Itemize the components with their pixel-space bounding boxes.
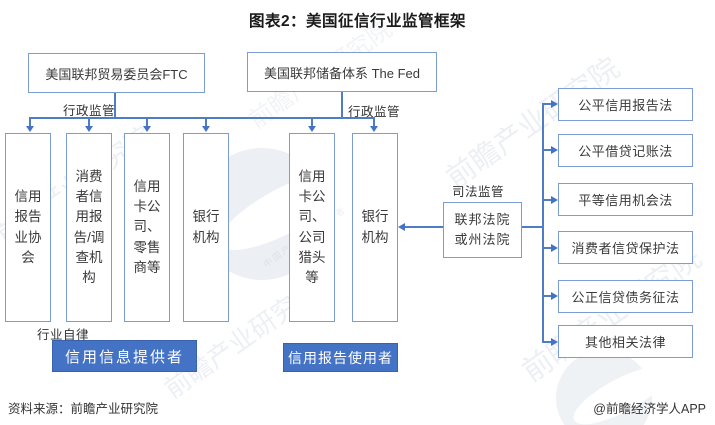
- arrow-right-icon: [551, 100, 558, 108]
- law-box-other-laws: 其他相关法律: [558, 325, 693, 358]
- arrow-right-icon: [551, 244, 558, 252]
- connector-entity-drop: [205, 117, 207, 127]
- arrow-down-icon: [202, 126, 210, 132]
- regulator-box-ftc: 美国联邦贸易委员会FTC: [28, 53, 205, 93]
- arrow-down-icon: [85, 126, 93, 132]
- court-box: 联邦法院 或州法院: [443, 202, 522, 258]
- source-note: 资料来源：前瞻产业研究院: [8, 402, 159, 416]
- group-box-credit-report-users: 信用报告使用者: [283, 343, 398, 372]
- connector-entity-drop: [373, 117, 375, 127]
- law-label: 公平信用报告法: [578, 98, 673, 113]
- entity-box-banks-left: 银行机构: [183, 133, 229, 322]
- group-label: 信用报告使用者: [288, 349, 393, 366]
- label-judicial-supervision: 司法监管: [452, 185, 505, 199]
- group-label: 信用信息提供者: [64, 348, 184, 366]
- group-box-credit-info-providers: 信用信息提供者: [52, 340, 197, 372]
- law-label: 其他相关法律: [584, 335, 666, 350]
- arrow-left-icon: [398, 223, 405, 231]
- connector-laws-trunk: [542, 104, 544, 342]
- connector-law-branch: [542, 247, 551, 249]
- label-admin-supervision-right: 行政监管: [348, 105, 401, 119]
- label-admin-supervision-left: 行政监管: [63, 104, 116, 118]
- court-line1: 联邦法院: [454, 211, 511, 227]
- court-line2: 或州法院: [454, 232, 511, 247]
- connector-entity-drop: [29, 117, 31, 127]
- arrow-down-icon: [26, 126, 34, 132]
- connector-law-branch: [542, 149, 551, 151]
- connector-law-branch: [542, 295, 551, 297]
- law-box-fair-credit-reporting: 公平信用报告法: [558, 88, 693, 121]
- arrow-right-icon: [551, 292, 558, 300]
- arrow-right-icon: [551, 338, 558, 346]
- arrow-down-icon: [143, 126, 151, 132]
- page-title: 图表2：美国征信行业监管框架: [248, 13, 467, 30]
- connector-law-branch: [542, 199, 551, 201]
- entity-label: 信用报告业协会: [14, 189, 42, 265]
- connector-law-branch: [542, 341, 551, 343]
- label-industry-self-regulation: 行业自律: [37, 328, 90, 342]
- entity-box-consumer-credit-agencies: 消费者信用报告/调查机构: [66, 133, 112, 322]
- entity-label: 信用卡公司、零售商等: [133, 178, 161, 275]
- app-credit: @前瞻经济学人APP: [593, 402, 706, 416]
- connector-entity-drop: [311, 117, 313, 127]
- connector-fed-drop: [341, 92, 343, 118]
- arrow-right-icon: [551, 196, 558, 204]
- law-box-fair-debt-collection: 公正信贷债务征法: [558, 280, 693, 313]
- arrow-down-icon: [370, 126, 378, 132]
- watermark-text: 前瞻产业研究院: [440, 52, 626, 195]
- regulator-box-fed: 美国联邦储备体系 The Fed: [247, 52, 437, 92]
- connector-entity-drop: [88, 117, 90, 127]
- connector-court-to-trunk: [522, 226, 543, 228]
- regulator-box-ftc-label: 美国联邦贸易委员会FTC: [45, 66, 188, 82]
- entity-box-card-companies-headhunters: 信用卡公司、公司猎头等: [289, 133, 335, 322]
- law-box-fair-credit-billing: 公平借贷记账法: [558, 134, 693, 167]
- arrow-down-icon: [308, 126, 316, 132]
- entity-box-card-companies-retailers: 信用卡公司、零售商等: [124, 133, 170, 322]
- entity-label: 银行机构: [361, 209, 389, 245]
- connector-law-branch: [542, 103, 551, 105]
- connector-court-to-bank: [404, 226, 443, 228]
- arrow-right-icon: [551, 146, 558, 154]
- entity-label: 银行机构: [192, 209, 220, 245]
- entity-label: 消费者信用报告/调查机构: [73, 168, 105, 285]
- law-label: 公正信贷债务征法: [571, 290, 680, 305]
- connector-ftc-drop: [114, 93, 116, 118]
- entity-label: 信用卡公司、公司猎头等: [298, 168, 326, 285]
- law-box-consumer-credit-protection: 消费者信贷保护法: [558, 231, 693, 264]
- law-label: 平等信用机会法: [578, 193, 673, 208]
- entity-box-credit-reporting-association: 信用报告业协会: [5, 133, 51, 322]
- entity-box-banks-right: 银行机构: [352, 133, 398, 322]
- law-label: 公平借贷记账法: [578, 144, 673, 159]
- connector-distribution-line: [29, 117, 374, 119]
- connector-entity-drop: [146, 117, 148, 127]
- law-box-equal-credit-opportunity: 平等信用机会法: [558, 183, 693, 216]
- regulator-box-fed-label: 美国联邦储备体系 The Fed: [263, 65, 421, 81]
- law-label: 消费者信贷保护法: [571, 241, 680, 256]
